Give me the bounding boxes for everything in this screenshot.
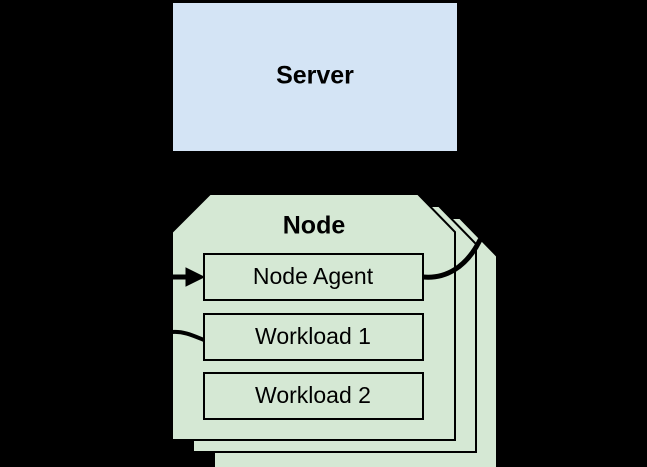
- workload-1-label: Workload 1: [255, 323, 371, 349]
- server-label: Server: [276, 62, 354, 90]
- workload1-inbound-connector: [170, 329, 206, 342]
- node-agent-arrowhead-icon: [185, 267, 206, 287]
- workload-2-label: Workload 2: [255, 382, 371, 408]
- node-agent-box[interactable]: [203, 253, 424, 301]
- workload-1-box[interactable]: [203, 313, 424, 361]
- server-box[interactable]: [171, 1, 459, 153]
- node-agent-label: Node Agent: [253, 263, 374, 289]
- node-title-label: Node: [283, 212, 346, 240]
- workload-2-box[interactable]: [203, 372, 424, 420]
- node-agent-to-stack-connector: [420, 237, 483, 280]
